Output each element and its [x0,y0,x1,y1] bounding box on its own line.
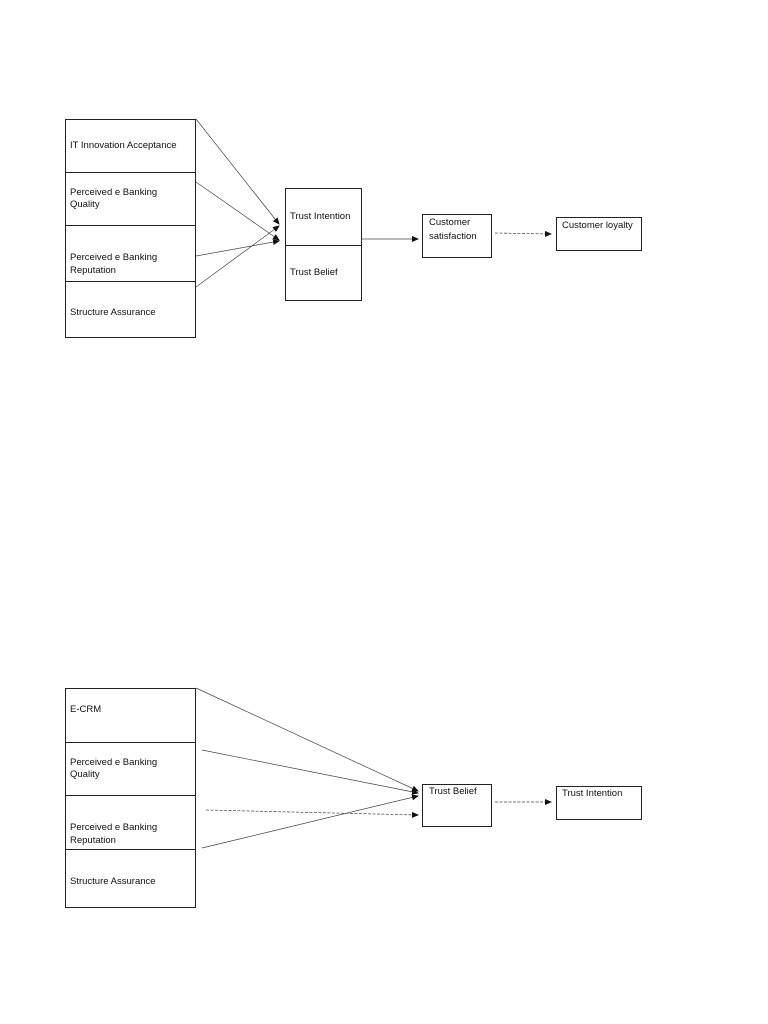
arrow-quality-to-trust [195,181,280,241]
arrow-quality2-to-trust-belief [201,749,419,795]
arrow-structure-to-trust [195,225,280,288]
d2-ecrm: E-CRM [70,704,102,716]
d2-perceived-quality: Perceived e Banking Quality [66,742,195,795]
arrow-reputation2-to-trust-belief [205,809,419,818]
arrow-ecrm-to-trust-belief [195,687,419,792]
d2-perceived-reputation: Perceived e Banking Reputation [66,795,195,849]
d1-perceived-reputation: Perceived e Banking Reputation [66,225,195,281]
d2-antecedents-stack: E-CRM Perceived e Banking Quality Percei… [65,688,196,908]
d2-trust-intention: Trust Intention [562,788,623,799]
d1-trust-belief: Trust Belief [286,245,361,301]
d2-trust-belief: Trust Belief [429,786,477,797]
d2-trust-belief-box: Trust Belief [422,784,492,827]
d1-customer-satisfaction: Customer satisfaction [429,217,477,242]
d2-trust-intention-box: Trust Intention [556,786,642,820]
d1-customer-satisfaction-box: Customer satisfaction [422,214,492,258]
d1-structure-assurance: Structure Assurance [66,281,195,338]
d1-trust-stack: Trust Intention Trust Belief [285,188,362,301]
d2-structure-assurance: Structure Assurance [66,849,195,908]
arrow-reputation-to-trust [195,239,280,257]
arrow-it-innovation-to-trust [195,118,280,225]
d1-perceived-quality: Perceived e Banking Quality [66,172,195,225]
d1-antecedents-stack: IT Innovation Acceptance Perceived e Ban… [65,119,196,338]
d1-customer-loyalty-box: Customer loyalty [556,217,642,251]
arrow-structure2-to-trust-belief [201,794,419,849]
arrow-satisfaction-to-loyalty [494,230,552,237]
d1-customer-loyalty: Customer loyalty [562,220,633,231]
d1-it-innovation-acceptance: IT Innovation Acceptance [70,139,177,151]
d1-trust-intention: Trust Intention [290,210,351,222]
